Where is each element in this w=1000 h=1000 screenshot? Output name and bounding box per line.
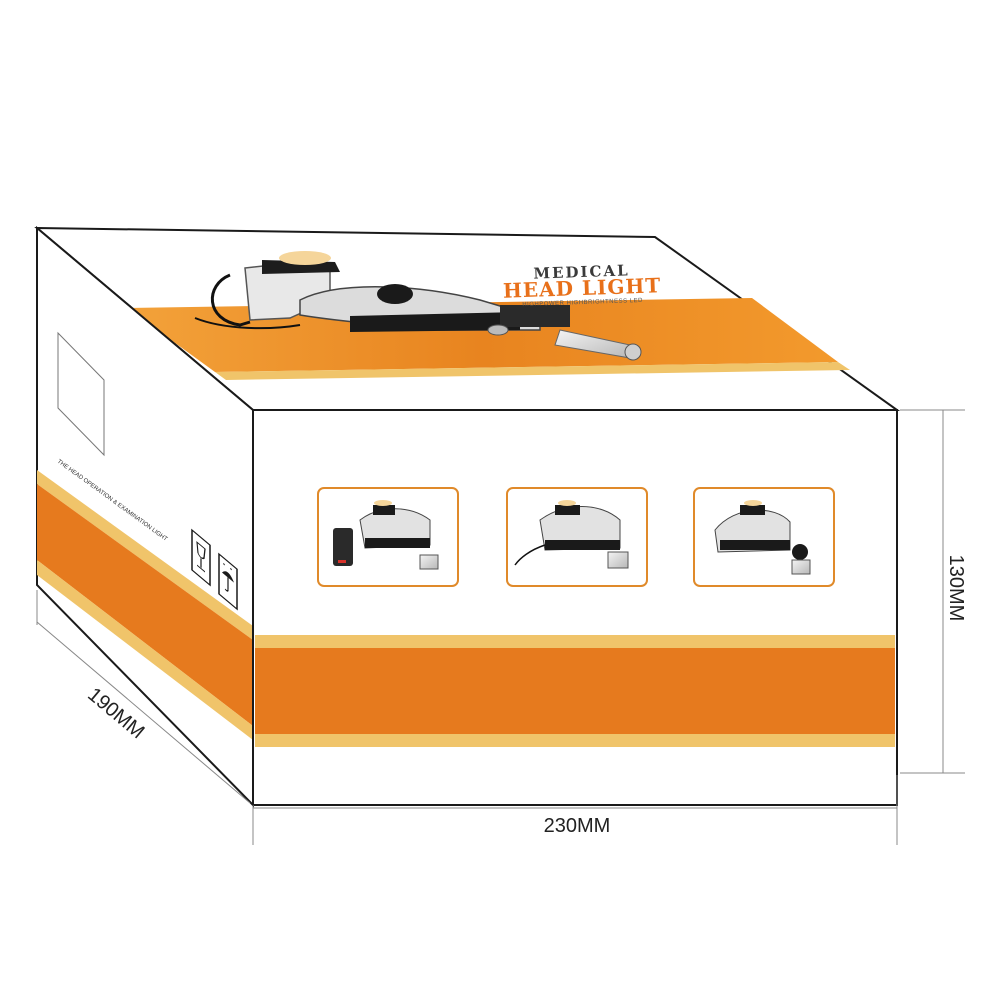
brand-logo: MEDICAL HEAD LIGHT HIGHPOWER HIGHBRIGHTN… xyxy=(503,261,662,308)
product-thumbnail-3 xyxy=(693,487,835,587)
box-left-face: THE HEAD OPERATION & EXAMINATION LIGHT xyxy=(36,225,254,808)
brand-tagline: HIGHPOWER HIGHBRIGHTNESS LED xyxy=(522,298,643,308)
dimension-height: 130MM xyxy=(900,409,967,774)
height-label: 130MM xyxy=(945,555,967,622)
brand-line-medical: MEDICAL xyxy=(533,261,630,282)
depth-label: 190MM xyxy=(83,684,148,744)
dimension-width: 230MM xyxy=(252,775,898,845)
box-top-face: MEDICAL HEAD LIGHT HIGHPOWER HIGHBRIGHTN… xyxy=(34,226,901,411)
keep-dry-umbrella-icon xyxy=(218,552,238,611)
width-label: 230MM xyxy=(544,815,611,837)
product-thumbnail-1 xyxy=(317,487,459,587)
box-front-face xyxy=(252,409,898,806)
brand-line-head-light: HEAD LIGHT xyxy=(503,273,662,303)
fragile-glass-icon xyxy=(191,528,211,587)
headlight-illustration xyxy=(194,251,642,361)
product-thumbnail-2 xyxy=(506,487,648,587)
